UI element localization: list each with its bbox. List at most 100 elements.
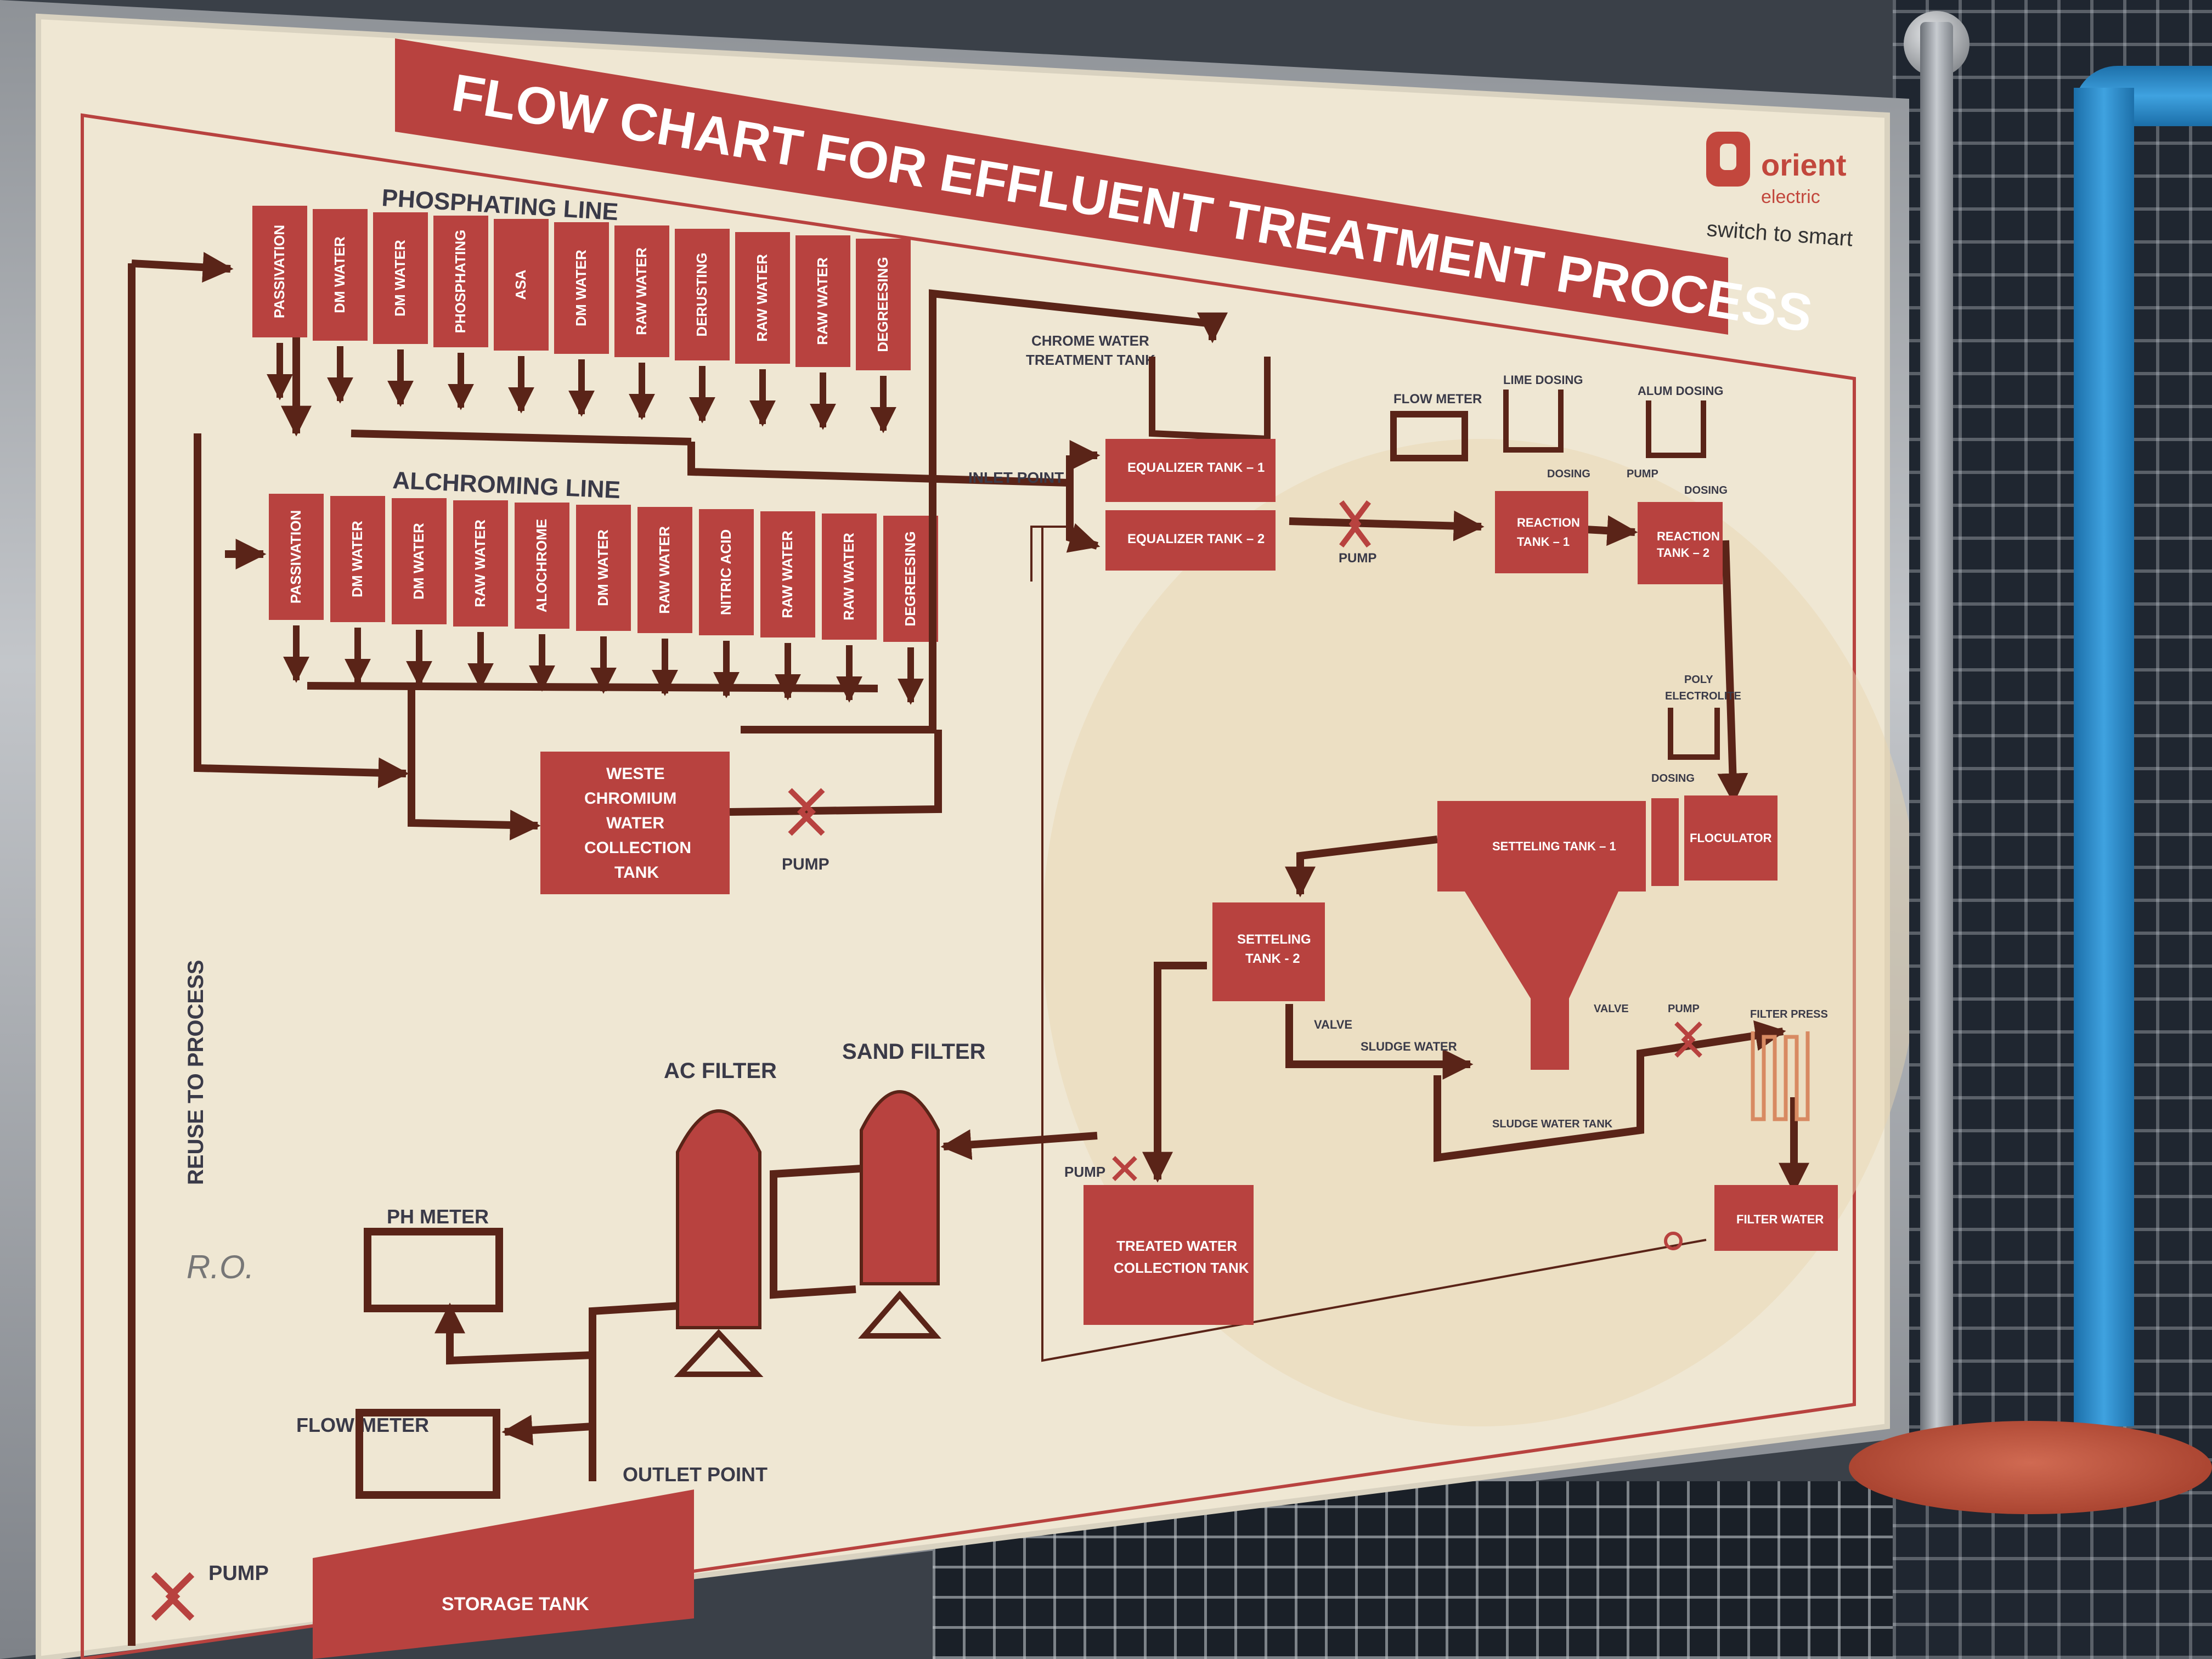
storage-tank-label: STORAGE TANK xyxy=(442,1594,589,1615)
reaction-1-a: REACTION xyxy=(1517,516,1580,529)
steel-post xyxy=(1920,22,1953,1470)
reaction-2-a: REACTION xyxy=(1657,529,1720,543)
inlet-point-label: INLET POINT xyxy=(968,469,1064,486)
reaction-2-b: TANK – 2 xyxy=(1657,546,1709,560)
phosphating_line-tank-label-5: DM WATER xyxy=(573,250,589,326)
sand-filter xyxy=(860,1090,940,1285)
brand-name: orient xyxy=(1761,148,1847,182)
alchroming_line-tank-7 xyxy=(699,509,754,635)
phosphating_line-tank-3 xyxy=(433,216,488,347)
flow-meter-box-2 xyxy=(356,1409,500,1499)
phosphating_line-tank-1 xyxy=(313,209,368,341)
phosphating_line-tank-6 xyxy=(614,225,669,357)
valve-label-1: VALVE xyxy=(1314,1018,1352,1031)
filter-press-label: FILTER PRESS xyxy=(1750,1008,1828,1020)
reaction-1-b: TANK – 1 xyxy=(1517,535,1570,549)
reaction-tank-2 xyxy=(1638,502,1723,584)
alchroming_line-tank-label-3: RAW WATER xyxy=(472,520,488,607)
floculator xyxy=(1684,795,1778,881)
alchroming_line-tank-0 xyxy=(269,494,324,620)
poly-label-a: POLY xyxy=(1684,674,1713,686)
phosphating_line-tank-label-2: DM WATER xyxy=(392,240,408,317)
lime-dosing-label: LIME DOSING xyxy=(1503,373,1583,387)
weste-2: CHROMIUM xyxy=(584,789,676,808)
outlet-point-label: OUTLET POINT xyxy=(623,1463,768,1486)
waste-bin-lid xyxy=(1849,1421,2212,1514)
filter-press xyxy=(1751,1031,1810,1121)
lime-dosing-tank xyxy=(1503,390,1564,453)
poly-tank xyxy=(1668,708,1720,760)
alchroming_line-tank-label-7: NITRIC ACID xyxy=(718,529,734,615)
phosphating_line-tank-9 xyxy=(795,235,850,367)
weste-5: TANK xyxy=(614,864,659,882)
weste-3: WATER xyxy=(606,814,664,832)
weste-chromium-tank xyxy=(540,752,730,894)
ph-meter-label: PH METER xyxy=(387,1205,489,1228)
settling-hopper xyxy=(1465,891,1618,1070)
alchroming_line-tank-2 xyxy=(392,498,447,624)
phosphating_line-tank-5 xyxy=(554,222,609,354)
phosphating_line-tank-label-7: DERUSTING xyxy=(693,252,710,336)
alum-dosing-tank xyxy=(1646,400,1706,458)
dosing-label-3: DOSING xyxy=(1651,772,1695,785)
phosphating_line-tank-4 xyxy=(494,219,549,351)
pump-label-5: PUMP xyxy=(782,855,830,873)
alchroming_line-tank-label-10: DEGREESING xyxy=(902,531,918,626)
pump-icon-4 xyxy=(788,788,825,836)
alum-dosing-label: ALUM DOSING xyxy=(1638,384,1723,398)
phosphating_line-tank-label-6: RAW WATER xyxy=(633,247,650,335)
phosphating_line-tank-8 xyxy=(735,232,790,364)
valve-label-2: VALVE xyxy=(1594,1003,1629,1015)
alchroming_line-tank-8 xyxy=(760,511,815,637)
pump-icon-3 xyxy=(1112,1156,1137,1181)
ac-filter-label: AC FILTER xyxy=(664,1059,777,1083)
chrome-tank-label-2: TREATMENT TANK xyxy=(1026,352,1155,368)
phosphating-line-tanks: PASSIVATION DM WATER DM WATER PHOSPHATING AS… xyxy=(252,206,911,433)
filter-water-tank xyxy=(1714,1185,1838,1251)
brand-sub: electric xyxy=(1761,187,1820,207)
settling-tank-1 xyxy=(1437,801,1646,891)
inner-border xyxy=(81,113,1856,1659)
sludge-water-tank-label: SLUDGE WATER TANK xyxy=(1492,1118,1613,1130)
blue-pipe xyxy=(2074,88,2134,1426)
alchroming_line-tank-1 xyxy=(330,496,385,622)
alchroming_line-tank-label-4: ALOCHROME xyxy=(533,519,550,612)
alchroming_line-tank-3 xyxy=(453,500,508,627)
pump-label-4: PUMP xyxy=(1064,1164,1105,1180)
phosphating_line-tank-label-10: DEGREESING xyxy=(874,257,891,352)
dosing-label-2: DOSING xyxy=(1684,484,1728,496)
treated-b: COLLECTION TANK xyxy=(1114,1260,1249,1276)
settling-2-a: SETTELING xyxy=(1237,932,1311,947)
handwriting-ro: R.O. xyxy=(187,1249,254,1285)
settling-2-b: TANK - 2 xyxy=(1245,951,1300,966)
storage-tank xyxy=(313,1489,694,1659)
dosing-label-1: DOSING xyxy=(1547,468,1590,480)
treated-water-tank xyxy=(1084,1185,1254,1325)
alchroming_line-tank-label-5: DM WATER xyxy=(595,529,611,606)
phosphating_line-tank-label-3: PHOSPHATING xyxy=(452,230,469,334)
floculator-label: FLOCULATOR xyxy=(1690,831,1772,845)
weste-4: COLLECTION xyxy=(584,839,691,857)
equalizer-2-label: EQUALIZER TANK – 2 xyxy=(1127,532,1265,546)
filter-water-label: FILTER WATER xyxy=(1736,1212,1824,1226)
alchroming_line-tank-label-0: PASSIVATION xyxy=(287,510,304,603)
reuse-label: REUSE TO PROCESS xyxy=(184,960,208,1185)
phosphating_line-tank-label-1: DM WATER xyxy=(331,236,348,313)
flow-chart-board: FLOW CHART FOR EFFLUENT TREATMENT PROCES… xyxy=(36,13,1909,1659)
flow-meter-box xyxy=(1390,411,1468,461)
phosphating_line-tank-label-0: PASSIVATION xyxy=(271,225,287,318)
flow-meter-label-1: FLOW METER xyxy=(1393,392,1482,407)
phosphating_line-tank-0 xyxy=(252,206,307,337)
sludge-water-label: SLUDGE WATER xyxy=(1361,1040,1457,1053)
phosphating_line-tank-10 xyxy=(856,239,911,370)
alchroming_line-tank-9 xyxy=(822,514,877,640)
alchroming_line-tank-label-6: RAW WATER xyxy=(656,526,673,614)
pump-label-3: PUMP xyxy=(1668,1003,1700,1015)
phosphating_line-tank-label-8: RAW WATER xyxy=(754,254,770,342)
phosphating_line-tank-label-4: ASA xyxy=(512,269,529,300)
alchroming_line-tank-label-9: RAW WATER xyxy=(840,533,857,620)
settling-tank-2 xyxy=(1212,902,1325,1001)
thin-return-line xyxy=(1030,526,1707,1362)
pump-icon-5 xyxy=(151,1572,195,1621)
